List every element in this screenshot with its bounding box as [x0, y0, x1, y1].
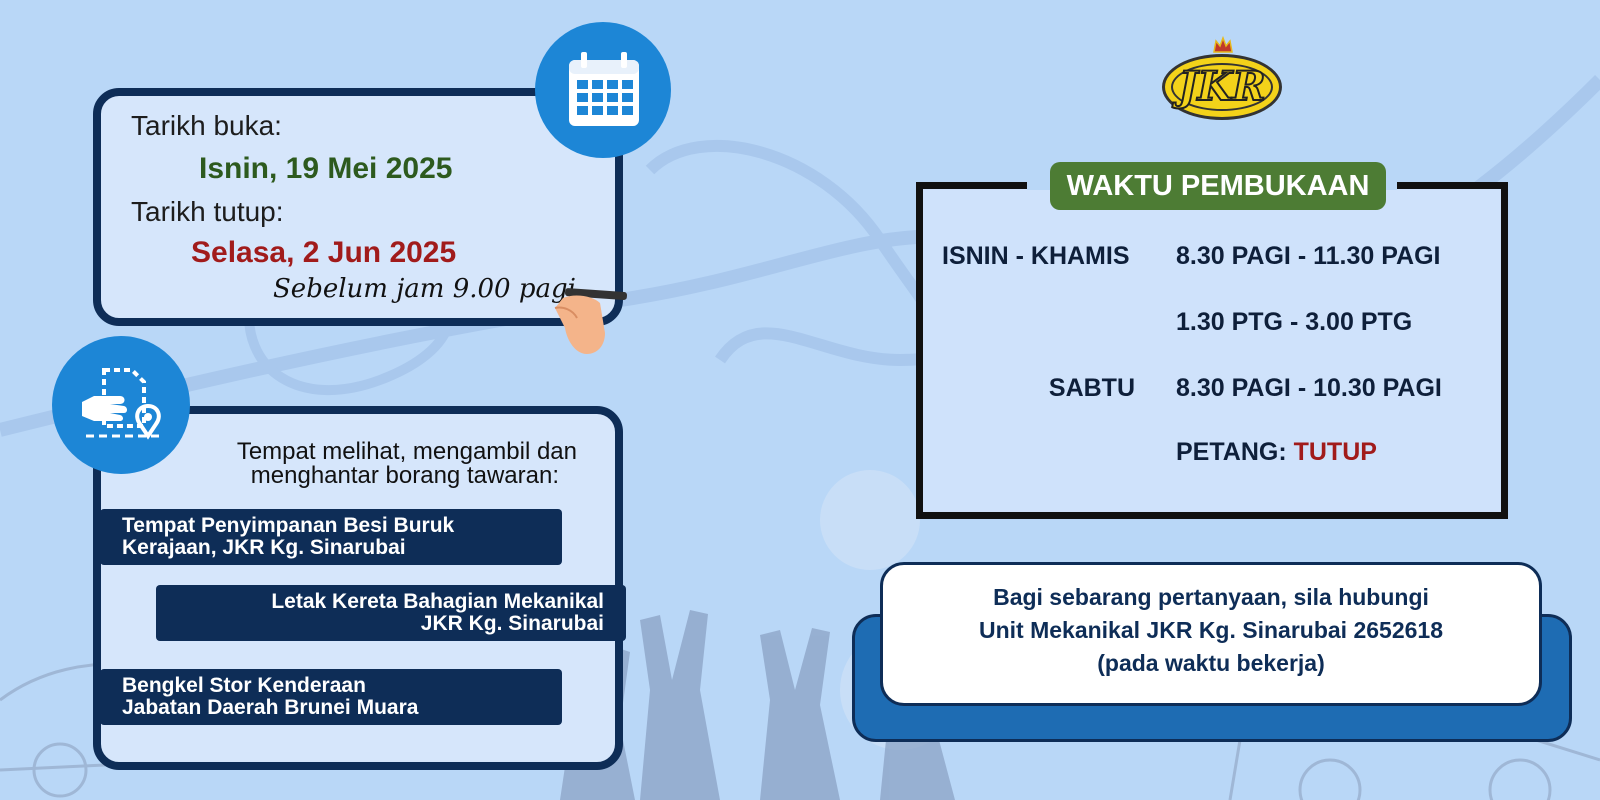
- calendar-badge: [535, 22, 671, 158]
- place-item-line1: Tempat Penyimpanan Besi Buruk: [122, 514, 455, 537]
- place-item-line1: Letak Kereta Bahagian Mekanikal: [271, 590, 604, 613]
- weekday-label: ISNIN - KHAMIS: [942, 242, 1130, 270]
- crown-icon: [1213, 36, 1233, 53]
- place-item-line2: JKR Kg. Sinarubai: [420, 612, 604, 635]
- saturday-afternoon-label: PETANG:: [1176, 438, 1287, 466]
- hand-pen-icon: [554, 288, 627, 354]
- places-heading-line1: Tempat melihat, mengambil dan: [236, 438, 577, 465]
- saturday-afternoon-status: TUTUP: [1293, 438, 1377, 466]
- open-date: Isnin, 19 Mei 2025: [199, 152, 453, 185]
- calendar-icon: [569, 52, 639, 126]
- jkr-logo: JKR: [1158, 36, 1286, 124]
- deadline-note: Sebelum jam 9.00 pagi: [273, 274, 576, 304]
- contact-line2: Unit Mekanikal JKR Kg. Sinarubai 2652618: [978, 617, 1443, 643]
- places-heading: Tempat melihat, mengambil dan menghantar…: [101, 440, 615, 488]
- logo-text: JKR: [1178, 62, 1267, 111]
- place-item-line2: Kerajaan, JKR Kg. Sinarubai: [122, 536, 406, 559]
- contact-line1: Bagi sebarang pertanyaan, sila hubungi: [993, 584, 1429, 610]
- logo-oval: JKR: [1162, 54, 1282, 120]
- close-date-label: Tarikh tutup:: [131, 196, 284, 227]
- place-item-mechanical-parking: Letak Kereta Bahagian Mekanikal JKR Kg. …: [156, 585, 626, 641]
- document-pointer-location-icon: [82, 368, 161, 440]
- open-date-label: Tarikh buka:: [131, 110, 282, 141]
- document-badge: [52, 336, 190, 474]
- close-date: Selasa, 2 Jun 2025: [191, 236, 457, 269]
- saturday-morning-hours: 8.30 PAGI - 10.30 PAGI: [1176, 374, 1442, 402]
- weekday-morning-hours: 8.30 PAGI - 11.30 PAGI: [1176, 242, 1441, 270]
- places-heading-line2: menghantar borang tawaran:: [250, 462, 559, 489]
- opening-hours-box: [916, 182, 1508, 519]
- contact-box: Bagi sebarang pertanyaan, sila hubungi U…: [880, 562, 1542, 706]
- saturday-afternoon: PETANG: TUTUP: [1176, 438, 1377, 467]
- opening-hours-title: WAKTU PEMBUKAAN: [1050, 162, 1386, 210]
- place-item-line2: Jabatan Daerah Brunei Muara: [122, 696, 419, 719]
- place-item-scrap-storage: Tempat Penyimpanan Besi Buruk Kerajaan, …: [100, 509, 562, 565]
- dates-card: Tarikh buka: Isnin, 19 Mei 2025 Tarikh t…: [93, 88, 623, 326]
- place-item-line1: Bengkel Stor Kenderaan: [122, 674, 366, 697]
- weekday-afternoon-hours: 1.30 PTG - 3.00 PTG: [1176, 308, 1413, 336]
- logo-inner-ring: [1171, 63, 1273, 111]
- contact-line3: (pada waktu bekerja): [1097, 650, 1325, 676]
- place-item-vehicle-workshop: Bengkel Stor Kenderaan Jabatan Daerah Br…: [100, 669, 562, 725]
- saturday-label: SABTU: [1048, 374, 1135, 402]
